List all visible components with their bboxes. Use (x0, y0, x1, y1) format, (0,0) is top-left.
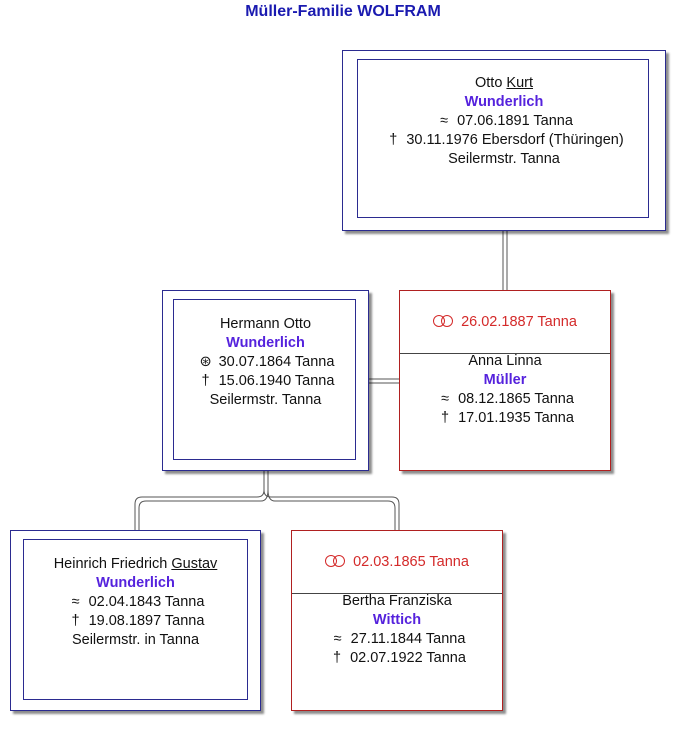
death-line: † 30.11.1976 Ebersdorf (Thüringen) (343, 131, 665, 150)
given-name: Anna Linna (468, 353, 542, 369)
baptism-line: ≈ 02.04.1843 Tanna (11, 593, 260, 612)
person-details-bertha: Bertha Franziska Wittich ≈ 27.11.1844 Ta… (292, 592, 502, 668)
given-name: Bertha Franziska (342, 593, 452, 609)
baptism-icon: ≈ (440, 113, 449, 129)
person-box-inner (23, 539, 248, 700)
death-icon: † (389, 132, 398, 148)
person-box-heinrich[interactable]: Heinrich Friedrich Gustav Wunderlich ≈ 0… (10, 530, 261, 711)
surname: Wunderlich (96, 575, 175, 591)
person-box-bertha[interactable]: 02.03.1865 Tanna Bertha Franziska Wittic… (291, 530, 503, 711)
surname: Wunderlich (464, 94, 544, 110)
connector-hermann-parents (134, 471, 265, 530)
marriage-line: 26.02.1887 Tanna (400, 291, 610, 354)
person-details-otto: Otto Kurt Wunderlich ≈ 07.06.1891 Tanna … (343, 74, 665, 169)
surname: Müller (483, 372, 527, 388)
given-name: Hermann Otto (219, 316, 312, 332)
person-details-hermann: Hermann Otto Wunderlich ⊛ 30.07.1864 Tan… (163, 315, 368, 410)
person-box-anna[interactable]: 26.02.1887 Tanna Anna Linna Müller ≈ 08.… (399, 290, 611, 471)
surname: Wunderlich (226, 335, 305, 351)
death-line: † 15.06.1940 Tanna (163, 372, 368, 391)
death-icon: † (201, 373, 210, 389)
occupation: Seilermstr. in Tanna (71, 632, 200, 648)
birth-icon: ⊛ (199, 354, 212, 370)
death-icon: † (333, 650, 342, 666)
death-line: † 17.01.1935 Tanna (400, 409, 610, 428)
baptism-icon: ≈ (441, 391, 450, 407)
person-box-hermann[interactable]: Hermann Otto Wunderlich ⊛ 30.07.1864 Tan… (162, 290, 369, 471)
person-details-heinrich: Heinrich Friedrich Gustav Wunderlich ≈ 0… (11, 555, 260, 650)
given-name: Otto Kurt (474, 75, 534, 91)
baptism-icon: ≈ (333, 631, 342, 647)
person-box-otto[interactable]: Otto Kurt Wunderlich ≈ 07.06.1891 Tanna … (342, 50, 666, 231)
surname: Wittich (372, 612, 422, 628)
death-line: † 02.07.1922 Tanna (292, 649, 502, 668)
person-box-inner (173, 299, 356, 460)
baptism-line: ≈ 27.11.1844 Tanna (292, 630, 502, 649)
person-box-inner (357, 59, 649, 218)
death-line: † 19.08.1897 Tanna (11, 612, 260, 631)
given-name: Heinrich Friedrich Gustav (53, 556, 218, 572)
person-details-anna: Anna Linna Müller ≈ 08.12.1865 Tanna † 1… (400, 352, 610, 428)
baptism-line: ≈ 07.06.1891 Tanna (343, 112, 665, 131)
death-icon: † (441, 410, 450, 426)
wedding-rings-icon (325, 531, 346, 593)
birth-line: ⊛ 30.07.1864 Tanna (163, 353, 368, 372)
wedding-rings-icon (433, 291, 454, 353)
occupation: Seilermstr. Tanna (209, 392, 322, 408)
baptism-line: ≈ 08.12.1865 Tanna (400, 390, 610, 409)
marriage-date: 26.02.1887 Tanna (461, 314, 577, 330)
baptism-icon: ≈ (71, 594, 80, 610)
marriage-date: 02.03.1865 Tanna (353, 554, 469, 570)
chart-title: Müller-Familie WOLFRAM (245, 3, 441, 20)
marriage-line: 02.03.1865 Tanna (292, 531, 502, 594)
occupation: Seilermstr. Tanna (448, 151, 560, 167)
death-icon: † (71, 613, 80, 629)
